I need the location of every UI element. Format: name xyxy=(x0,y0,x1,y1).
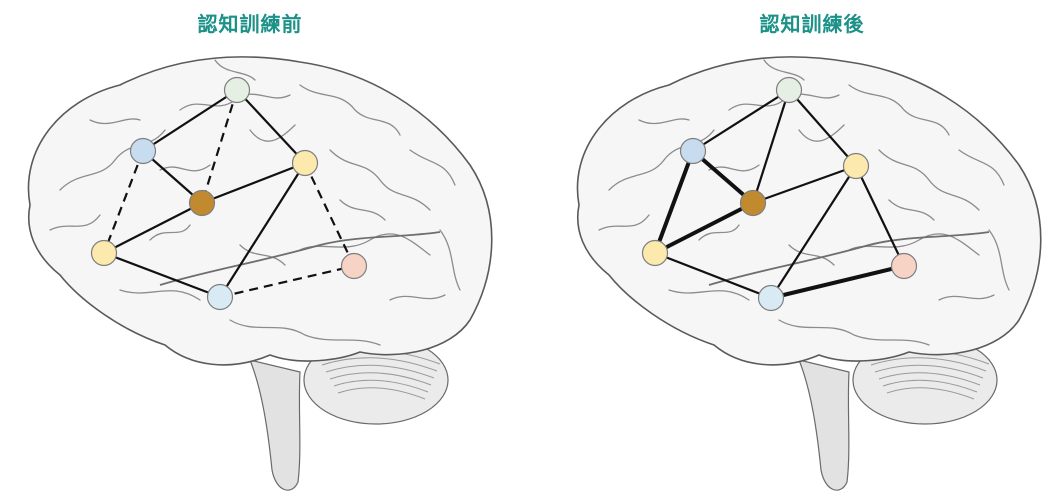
brainstem-shape xyxy=(250,360,300,490)
node-right xyxy=(892,254,917,279)
brainstem-shape xyxy=(799,360,849,490)
node-center-hub xyxy=(190,191,215,216)
node-right xyxy=(342,254,367,279)
node-center-hub xyxy=(741,191,766,216)
brain-illustration xyxy=(577,57,1040,490)
node-left xyxy=(92,241,117,266)
cerebrum-shape xyxy=(28,57,491,365)
brain-illustration xyxy=(28,57,491,490)
node-top xyxy=(777,78,802,103)
brain-network-diagram xyxy=(0,0,527,498)
node-top xyxy=(225,78,250,103)
cerebrum-shape xyxy=(577,57,1040,365)
node-upper-right xyxy=(844,154,869,179)
node-upper-left xyxy=(131,139,156,164)
panel-before-training: 認知訓練前 xyxy=(0,0,527,498)
panel-after-training: 認知訓練後 xyxy=(527,0,1054,498)
brain-network-diagram xyxy=(527,0,1054,498)
node-upper-left xyxy=(681,139,706,164)
node-upper-right xyxy=(293,151,318,176)
node-bottom xyxy=(759,286,784,311)
node-left xyxy=(643,241,668,266)
node-bottom xyxy=(208,285,233,310)
